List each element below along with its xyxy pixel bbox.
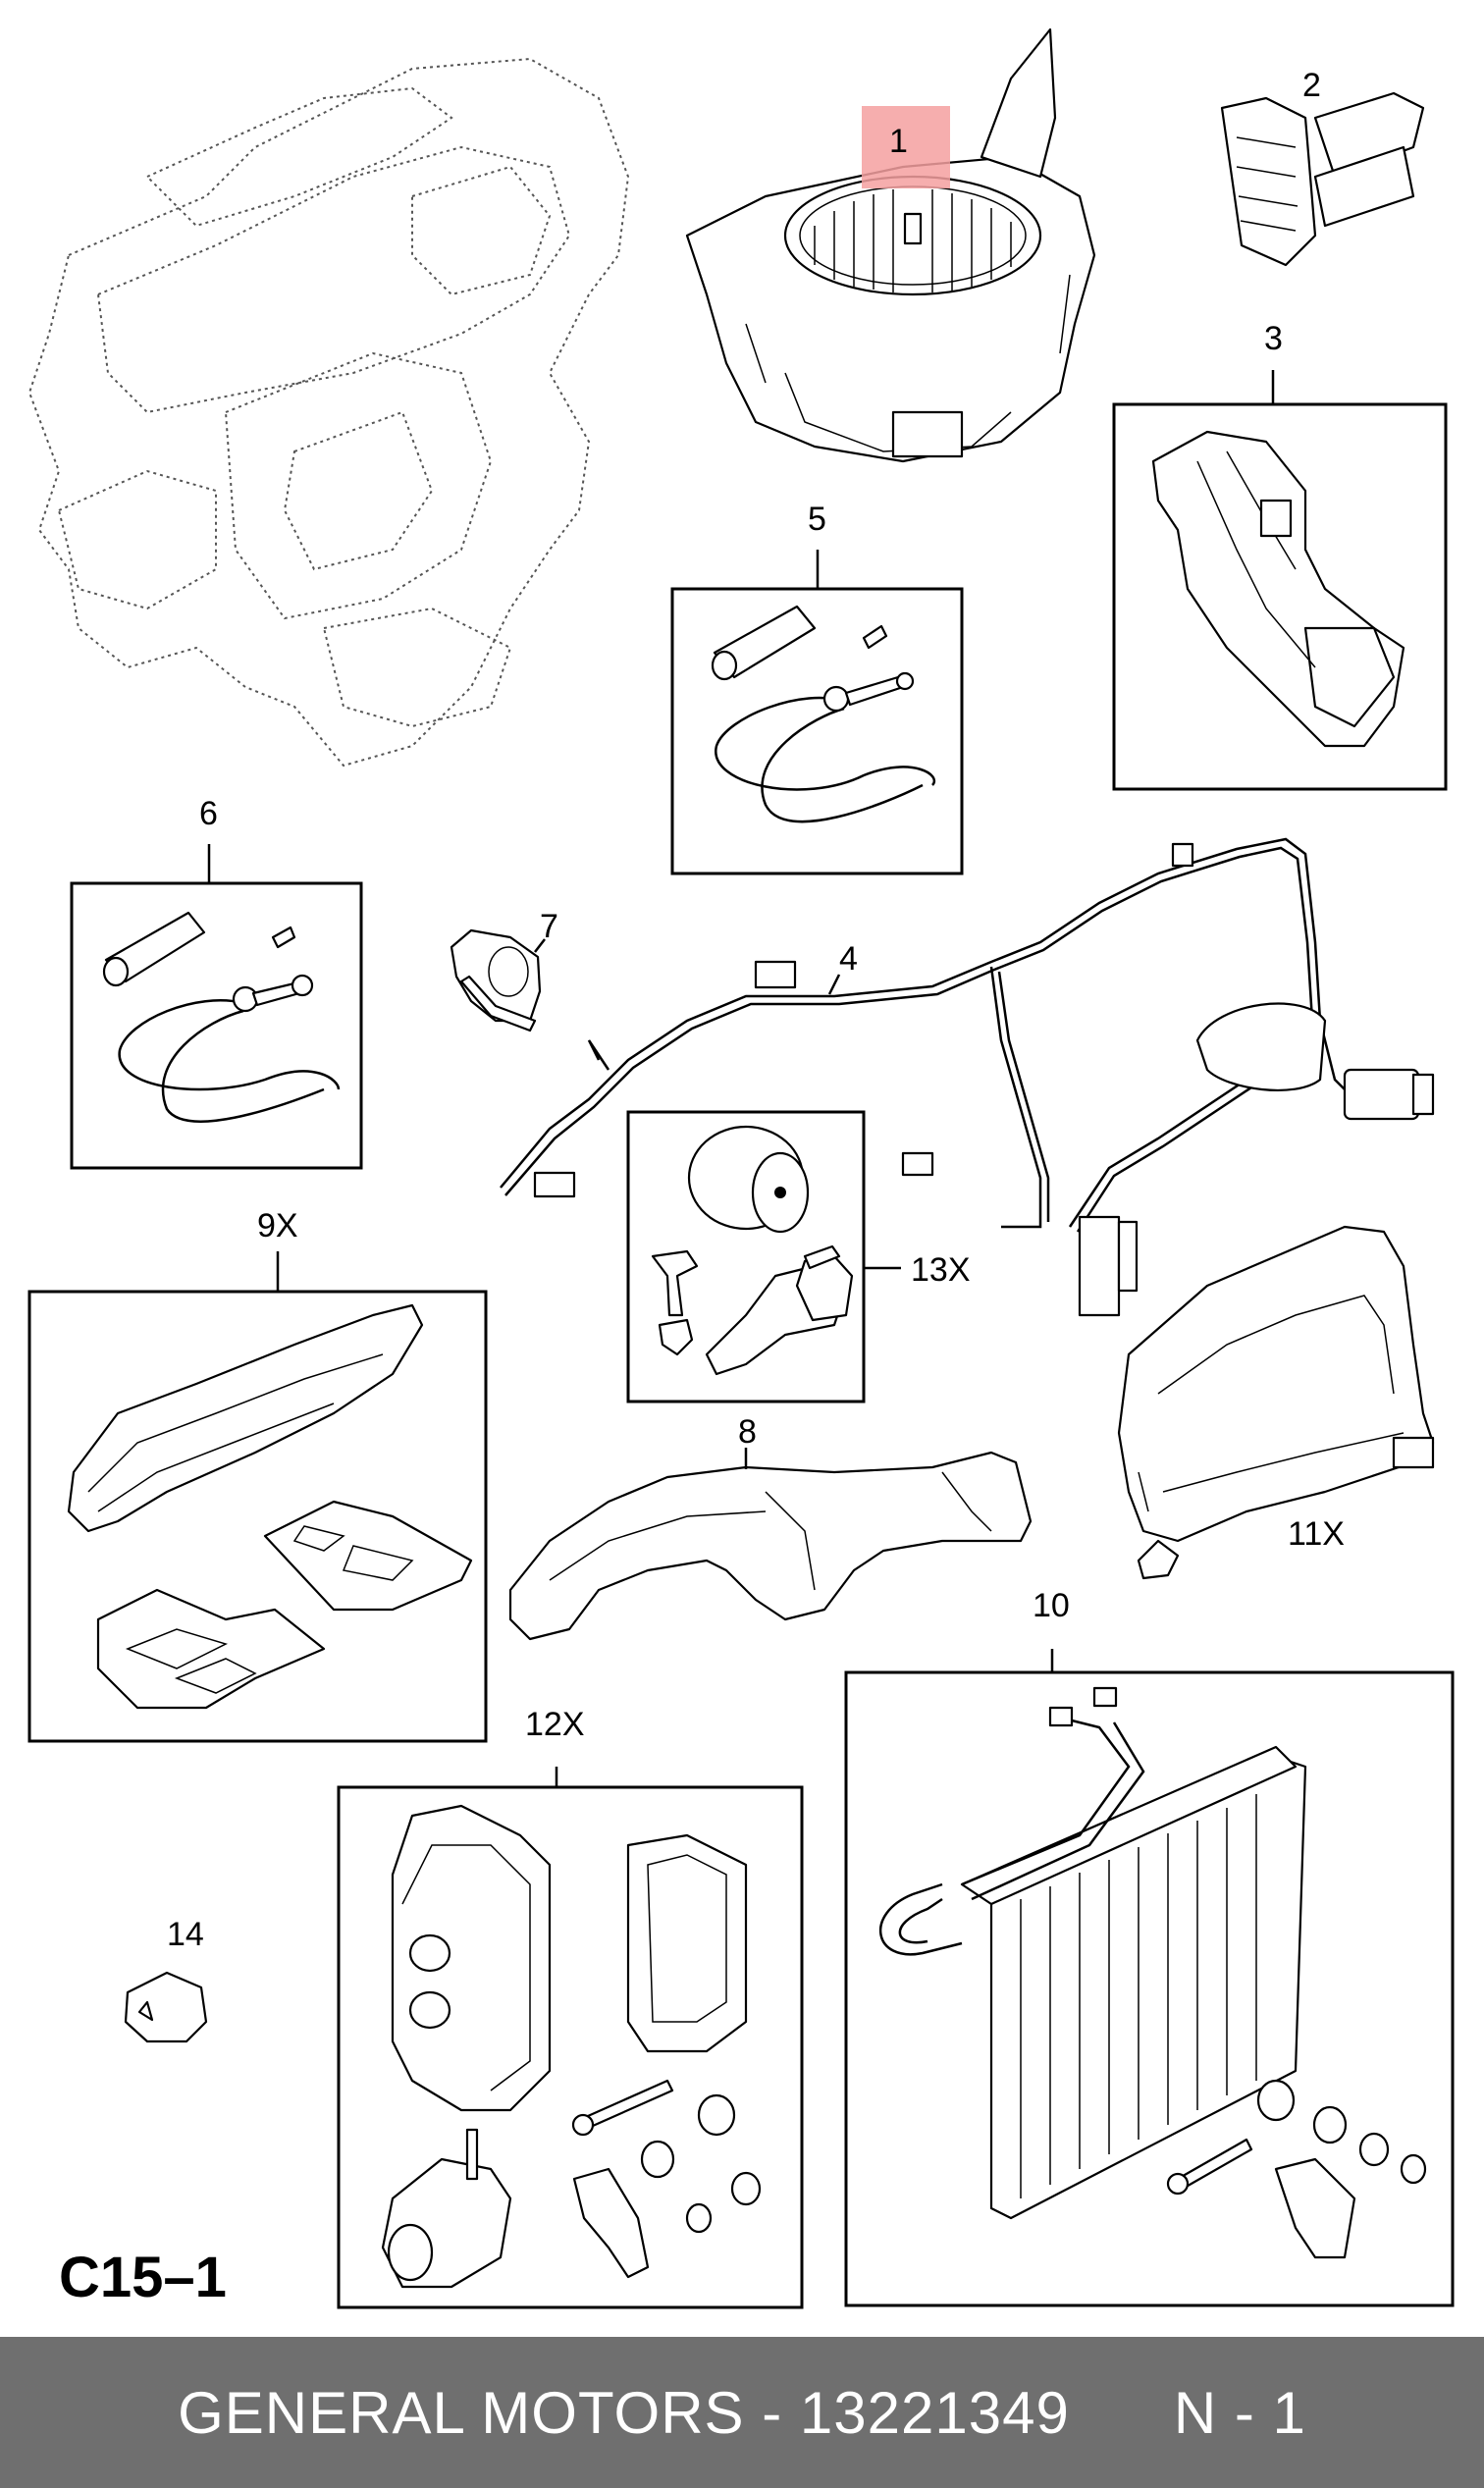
callout-11x: 11X — [1288, 1515, 1345, 1553]
callout-4: 4 — [839, 940, 858, 978]
wiring-harness-part[interactable] — [500, 837, 1435, 1317]
sensor-kit-6-part[interactable] — [70, 881, 363, 1170]
callout-10: 10 — [1033, 1587, 1070, 1624]
part-12x-box — [337, 1785, 804, 2309]
callout-2: 2 — [1302, 67, 1321, 104]
part-5-box — [670, 587, 964, 875]
callout-3: 3 — [1264, 320, 1283, 357]
footer-separator: - — [744, 2379, 800, 2446]
callout-1-highlight — [862, 106, 950, 188]
blower-motor-part[interactable] — [685, 27, 1096, 463]
part-10-box — [844, 1670, 1455, 2307]
callout-labels: 1 2 3 4 5 6 7 8 9X 10 11X 12X 13X 14 C15… — [59, 67, 1345, 2309]
clip-part[interactable] — [450, 928, 542, 1032]
air-duct-part[interactable] — [1112, 402, 1448, 791]
footer-quantity: N - 1 — [1173, 2379, 1306, 2446]
part-13x-box — [626, 1110, 866, 1403]
footer-part-number: 13221349 — [799, 2379, 1070, 2446]
footer-text: GENERAL MOTORS - 13221349 N - 1 — [178, 2379, 1306, 2447]
kit-13x-part[interactable] — [626, 1110, 866, 1403]
part-3-box — [1112, 402, 1448, 791]
page-code: C15–1 — [59, 2246, 227, 2309]
callout-8: 8 — [738, 1413, 757, 1451]
blower-resistor-part[interactable] — [1220, 91, 1425, 267]
evaporator-part[interactable] — [844, 1670, 1455, 2307]
push-pin-part[interactable] — [124, 1971, 208, 2043]
callout-6: 6 — [199, 795, 218, 832]
callout-7: 7 — [540, 908, 558, 945]
footer-bar: GENERAL MOTORS - 13221349 N - 1 — [0, 2337, 1484, 2488]
duct-8-part[interactable] — [508, 1451, 1033, 1641]
parts-diagram: 1 2 3 4 5 6 7 8 9X 10 11X 12X 13X 14 C15… — [27, 27, 1455, 2309]
callout-5: 5 — [808, 501, 826, 538]
footer-gap — [1070, 2380, 1174, 2446]
callout-14: 14 — [167, 1916, 204, 1953]
callout-12x: 12X — [525, 1706, 585, 1743]
kit-9x-part[interactable] — [27, 1290, 488, 1743]
callout-13x: 13X — [911, 1251, 971, 1289]
footer-brand: GENERAL MOTORS — [178, 2379, 745, 2446]
callout-1: 1 — [889, 123, 908, 160]
filter-housing-11x-part[interactable] — [1117, 1225, 1435, 1580]
part-9x-box — [27, 1290, 488, 1743]
sensor-kit-5-part[interactable] — [670, 587, 964, 875]
hvac-housing-drawing — [27, 57, 630, 768]
callout-leaders — [207, 370, 1275, 1787]
callout-9x: 9X — [257, 1207, 298, 1244]
kit-12x-part[interactable] — [337, 1785, 804, 2309]
part-6-box — [70, 881, 363, 1170]
